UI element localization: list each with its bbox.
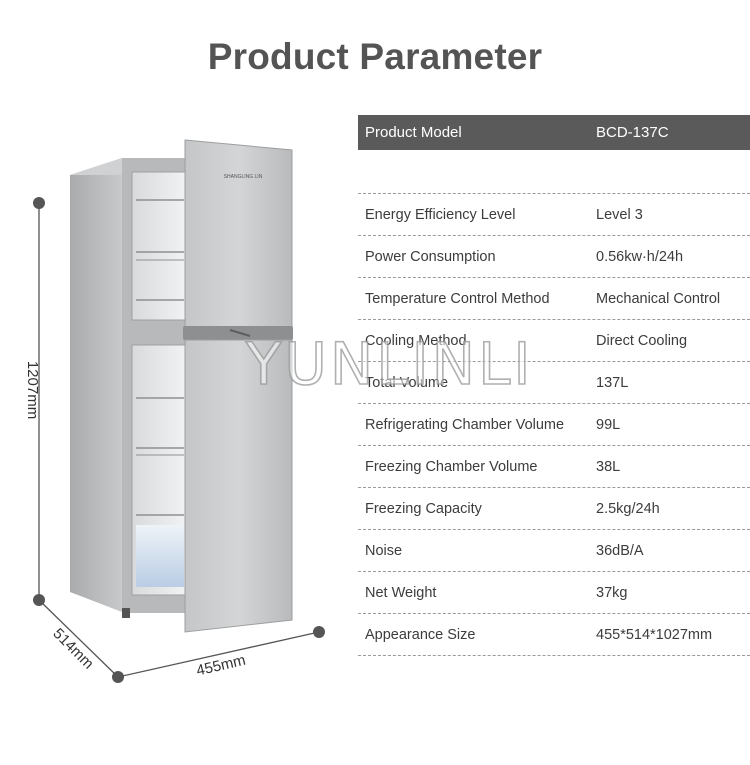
spec-value: 36dB/A bbox=[596, 542, 644, 559]
spec-value: 99L bbox=[596, 416, 621, 433]
page-title: Product Parameter bbox=[207, 36, 543, 77]
spec-key: Noise bbox=[365, 542, 403, 559]
refrigerator-image: 1207mm 514mm 455mm SHANGLING LIN bbox=[24, 139, 325, 683]
foot bbox=[122, 608, 130, 618]
spec-key: Freezing Capacity bbox=[365, 500, 482, 517]
spec-key: Power Consumption bbox=[365, 248, 496, 265]
spec-value: 0.56kw·h/24h bbox=[596, 248, 684, 265]
spec-row: Appearance Size 455*514*1027mm bbox=[358, 614, 750, 656]
crisper-drawer bbox=[136, 525, 184, 587]
width-label: 455mm bbox=[195, 652, 248, 680]
spec-value: 37kg bbox=[596, 584, 628, 601]
height-label: 1207mm bbox=[24, 361, 41, 419]
spec-key: Freezing Chamber Volume bbox=[365, 458, 538, 475]
dimension-dot bbox=[33, 197, 45, 209]
spec-key: Appearance Size bbox=[365, 626, 476, 643]
spec-value: 38L bbox=[596, 458, 621, 475]
spec-key: Energy Efficiency Level bbox=[365, 206, 516, 223]
spec-table: Product Model BCD-137C Energy Efficiency… bbox=[358, 115, 750, 656]
cabinet-side bbox=[70, 158, 122, 612]
lower-door bbox=[184, 339, 293, 633]
spec-row: Net Weight 37kg bbox=[358, 572, 750, 614]
spec-value: Level 3 bbox=[596, 206, 643, 223]
spec-row: Temperature Control Method Mechanical Con… bbox=[358, 278, 750, 320]
spec-key: Net Weight bbox=[365, 584, 437, 601]
spec-key: Refrigerating Chamber Volume bbox=[365, 416, 565, 433]
upper-door bbox=[184, 139, 293, 333]
spec-header-row: Product Model BCD-137C bbox=[358, 115, 750, 150]
spec-row: Freezing Chamber Volume 38L bbox=[358, 446, 750, 488]
spec-value: 2.5kg/24h bbox=[596, 500, 660, 517]
spec-value: Direct Cooling bbox=[596, 332, 688, 349]
spec-row: Refrigerating Chamber Volume 99L bbox=[358, 404, 750, 446]
brand-badge: SHANGLING LIN bbox=[224, 174, 263, 180]
spec-header-value: BCD-137C bbox=[596, 124, 669, 141]
spec-value: Mechanical Control bbox=[596, 290, 721, 307]
spec-gap bbox=[358, 150, 750, 194]
spec-key: Temperature Control Method bbox=[365, 290, 550, 307]
spec-row: Power Consumption 0.56kw·h/24h bbox=[358, 236, 750, 278]
depth-dimension-line bbox=[38, 599, 119, 678]
spec-row: Cooling Method Direct Cooling bbox=[358, 320, 750, 362]
fridge-upper-interior bbox=[131, 171, 187, 321]
spec-key: Cooling Method bbox=[365, 332, 467, 349]
spec-header-key: Product Model bbox=[365, 124, 462, 141]
spec-row: Noise 36dB/A bbox=[358, 530, 750, 572]
dimension-dot bbox=[313, 626, 325, 638]
spec-row: Freezing Capacity 2.5kg/24h bbox=[358, 488, 750, 530]
spec-value: 455*514*1027mm bbox=[596, 626, 713, 643]
spec-row: Total Volume 137L bbox=[358, 362, 750, 404]
spec-value: 137L bbox=[596, 374, 629, 391]
spec-row: Energy Efficiency Level Level 3 bbox=[358, 194, 750, 236]
width-dimension-line bbox=[117, 631, 320, 678]
spec-key: Total Volume bbox=[365, 374, 449, 391]
